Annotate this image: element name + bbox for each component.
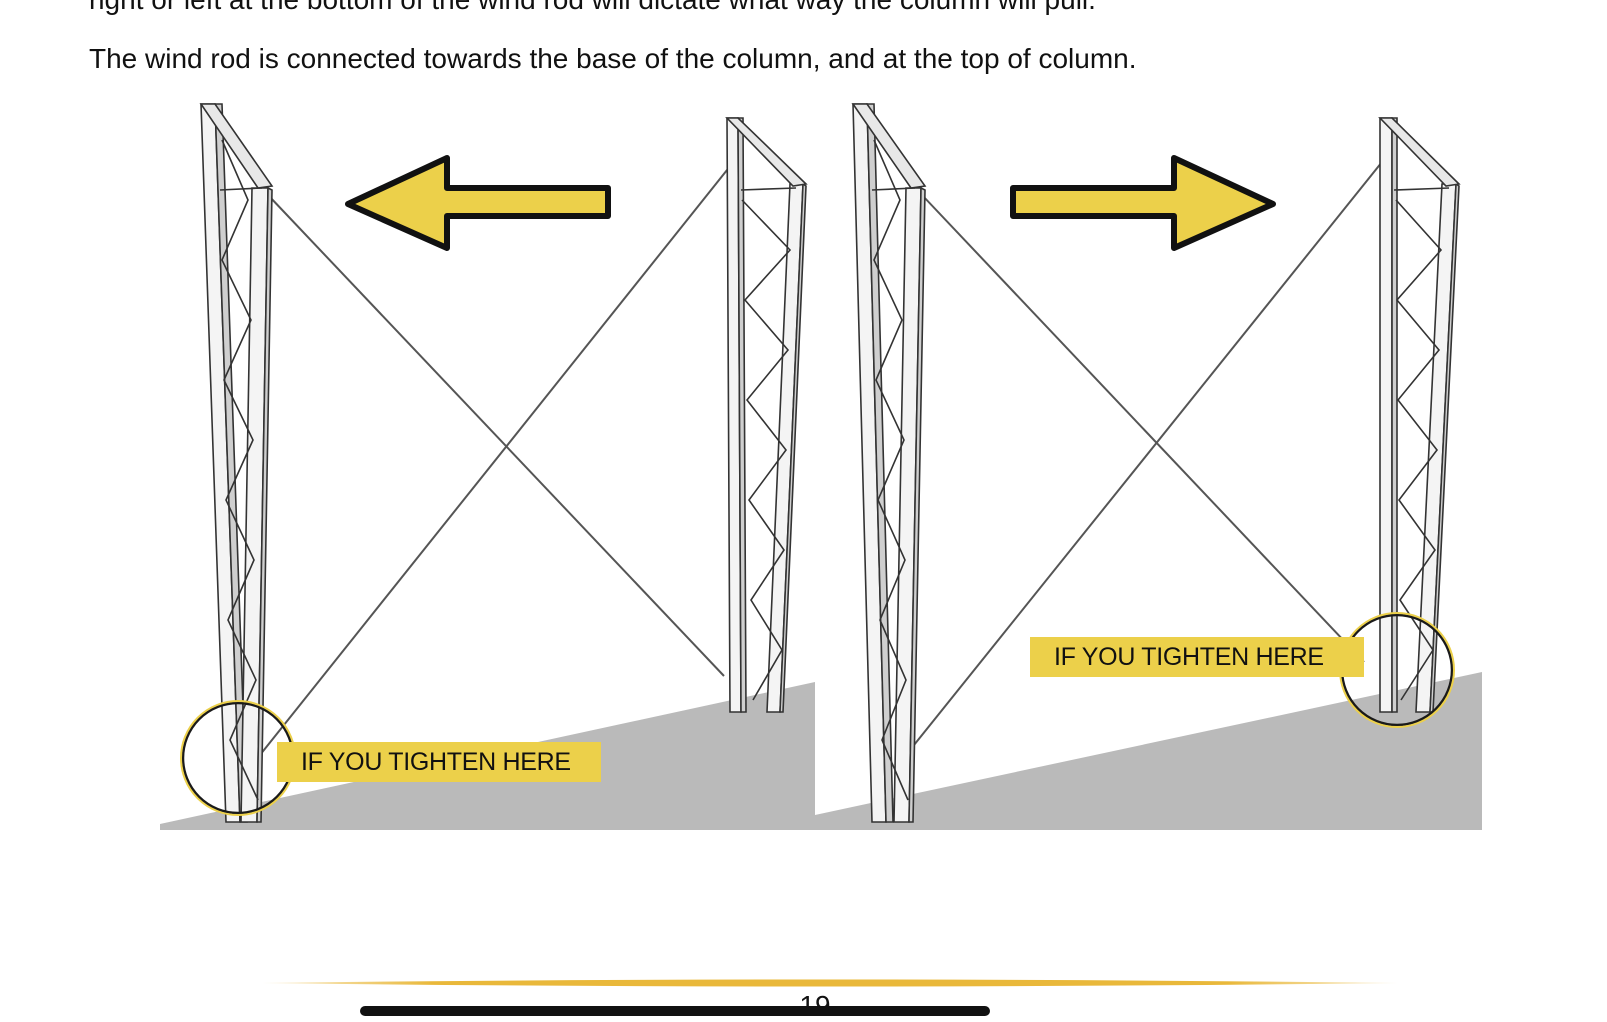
wind-rod-right-a bbox=[921, 194, 1365, 663]
partial-text-line: right or left at the bottom of the wind … bbox=[89, 0, 1096, 17]
right-panel bbox=[815, 103, 1482, 830]
wind-rod-left-b bbox=[247, 149, 744, 771]
arrow-left-icon bbox=[345, 155, 611, 251]
column-left-front bbox=[199, 103, 274, 823]
tighten-label-left: IF YOU TIGHTEN HERE bbox=[277, 742, 601, 782]
footer-rule bbox=[262, 979, 1398, 987]
body-paragraph: The wind rod is connected towards the ba… bbox=[89, 43, 1137, 74]
bottom-bar bbox=[360, 1006, 990, 1016]
column-right-front bbox=[851, 103, 927, 823]
left-panel bbox=[160, 103, 815, 830]
wind-rod-right-b bbox=[909, 151, 1391, 751]
column-left-back bbox=[725, 117, 808, 713]
tighten-label-right: IF YOU TIGHTEN HERE bbox=[1030, 637, 1364, 677]
column-right-back bbox=[1378, 117, 1461, 713]
arrow-right-icon bbox=[1010, 155, 1276, 251]
wind-rod-left-a bbox=[267, 194, 725, 677]
ground-right bbox=[815, 672, 1482, 830]
